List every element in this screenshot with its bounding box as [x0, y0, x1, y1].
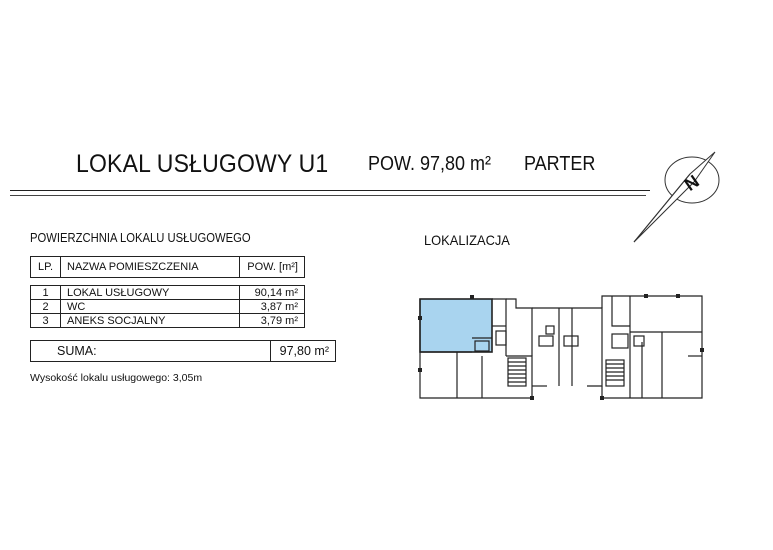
floor-label: PARTER	[524, 153, 596, 175]
table-row: 3 ANEKS SOCJALNY 3,79 m²	[30, 313, 305, 328]
header-lp: LP.	[30, 256, 61, 278]
header-area: POW. [m²]	[239, 256, 305, 278]
room-table-header: LP. NAZWA POMIESZCZENIA POW. [m²]	[30, 256, 305, 278]
row-name: WC	[60, 299, 240, 314]
row-name: ANEKS SOCJALNY	[60, 313, 240, 328]
sum-table: SUMA: 97,80 m²	[30, 340, 336, 362]
row-lp: 2	[30, 299, 61, 314]
row-area: 90,14 m²	[239, 285, 305, 300]
row-lp: 1	[30, 285, 61, 300]
highlighted-unit	[419, 298, 493, 353]
table-row: 1 LOKAL USŁUGOWY 90,14 m²	[30, 285, 305, 300]
row-area: 3,79 m²	[239, 313, 305, 328]
north-arrow-icon: N	[633, 151, 720, 243]
row-lp: 3	[30, 313, 61, 328]
height-note: Wysokość lokalu usługowego: 3,05m	[30, 372, 203, 384]
total-area-label: POW. 97,80 m²	[368, 153, 492, 175]
section-title: POWIERZCHNIA LOKALU USŁUGOWEGO	[30, 231, 251, 245]
header-name: NAZWA POMIESZCZENIA	[60, 256, 240, 278]
header-divider-secondary	[10, 195, 646, 196]
sum-value: 97,80 m²	[270, 340, 336, 362]
plan-title: LOKAL USŁUGOWY U1	[76, 150, 329, 178]
row-name: LOKAL USŁUGOWY	[60, 285, 240, 300]
header-divider	[10, 190, 650, 191]
room-table: 1 LOKAL USŁUGOWY 90,14 m² 2 WC 3,87 m² 3…	[30, 285, 305, 328]
location-floor-plan	[418, 294, 704, 400]
table-row: 2 WC 3,87 m²	[30, 299, 305, 314]
row-area: 3,87 m²	[239, 299, 305, 314]
sum-label: SUMA:	[30, 340, 271, 362]
location-title: LOKALIZACJA	[424, 232, 510, 248]
